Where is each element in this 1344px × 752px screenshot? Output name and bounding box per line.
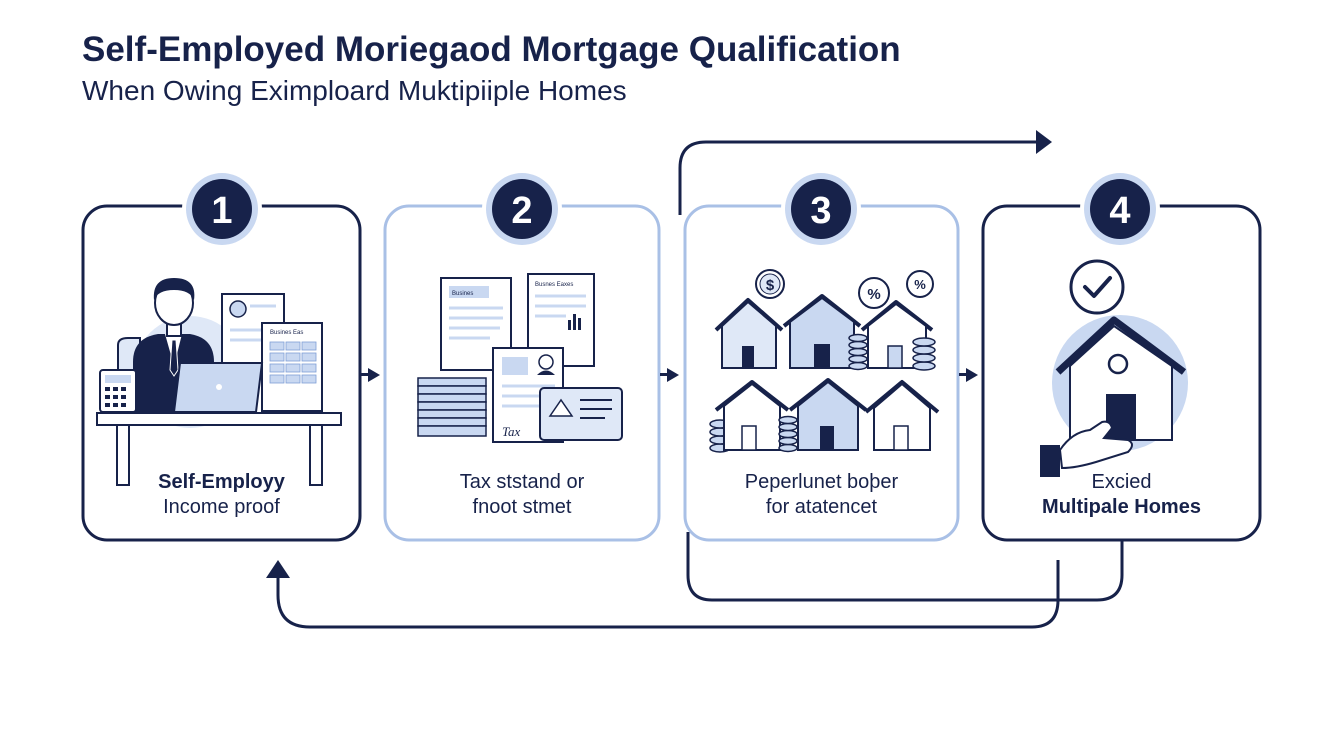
return-arrowhead <box>266 560 290 578</box>
svg-text:3: 3 <box>810 190 831 232</box>
step-4-label-line2: Multipale Homes <box>1042 496 1201 518</box>
svg-text:$: $ <box>766 277 775 294</box>
page-title: Self-Employed Moriegaod Mortgage Qualifi… <box>82 30 901 69</box>
svg-text:%: % <box>867 286 880 303</box>
hand-icon <box>1040 420 1133 477</box>
percent-coin-icon: % <box>906 270 934 298</box>
step-3-badge: 3 <box>781 169 861 249</box>
step-1-label-line1: Self-Employy <box>158 471 285 493</box>
svg-text:Busnes Eaxes: Busnes Eaxes <box>535 282 573 288</box>
step-2-label: Tax ststand or fnoot stmet <box>385 470 659 520</box>
step-3-label: Peperlunet boþer for atatencet <box>685 470 958 520</box>
house-icon <box>1055 316 1187 441</box>
house-icon <box>714 298 784 369</box>
svg-text:2: 2 <box>511 190 532 232</box>
step-2-badge: 2 <box>482 169 562 249</box>
top-loop-arrow <box>678 140 1040 215</box>
step-4-label: Excied Multipale Homes <box>983 470 1260 520</box>
top-loop-arrowhead <box>1036 130 1052 154</box>
step-1-label-line2: Income proof <box>163 496 280 518</box>
businessman-at-desk-illustration: Busines Eas <box>96 278 342 486</box>
step-4-badge: 4 <box>1080 169 1160 249</box>
step-2-label-line2: fnoot stmet <box>472 496 572 518</box>
percent-coin-icon: % <box>858 277 890 309</box>
coin-stack-icon <box>848 333 868 371</box>
step-1-label: Self-Employy Income proof <box>83 470 360 520</box>
step-4-label-line1: Excied <box>1091 471 1152 493</box>
step-3-label-line1: Peperlunet boþer <box>744 471 899 493</box>
house-icon <box>864 380 940 451</box>
multiple-houses-illustration: $ % % <box>709 269 940 453</box>
approved-home-illustration <box>1040 259 1188 477</box>
step-3-label-line2: for atatencet <box>765 496 878 518</box>
svg-text:1: 1 <box>211 190 232 232</box>
svg-text:Tax: Tax <box>502 424 521 439</box>
step-arrows <box>361 368 978 382</box>
tax-documents-illustration: Busines Busnes Eaxes Tax <box>417 273 623 443</box>
return-loop-arrow <box>276 532 1124 629</box>
svg-text:Busines Eas: Busines Eas <box>270 330 303 336</box>
page-subtitle: When Owing Eximploard Muktipiiple Homes <box>82 75 627 106</box>
svg-text:%: % <box>914 277 926 292</box>
dollar-coin-icon: $ <box>755 269 785 299</box>
svg-text:Busines: Busines <box>452 291 473 297</box>
coin-stack-icon <box>912 337 936 371</box>
house-icon <box>788 378 868 451</box>
svg-text:4: 4 <box>1109 190 1130 232</box>
coin-stack-icon <box>778 415 798 453</box>
checkmark-icon <box>1069 259 1125 315</box>
step-1-badge: 1 <box>182 169 262 249</box>
house-icon <box>860 300 934 369</box>
step-2-label-line1: Tax ststand or <box>459 471 585 493</box>
